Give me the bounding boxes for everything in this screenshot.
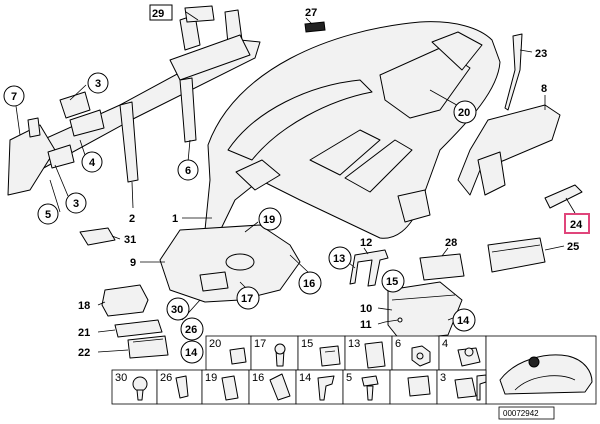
- callout-7: 7: [11, 91, 17, 103]
- callout-29: 29: [152, 8, 164, 20]
- callout-24-highlight: [564, 213, 590, 234]
- bolt-icon: [476, 374, 487, 401]
- callout-15: 15: [386, 276, 398, 288]
- part-31: [79, 227, 116, 246]
- callout-21: 21: [78, 327, 90, 339]
- instrument-carrier: [7, 9, 261, 196]
- part-21: [114, 319, 163, 338]
- part-25: [487, 237, 546, 273]
- leader-lines: [15, 11, 576, 353]
- callout-22: 22: [78, 347, 90, 359]
- callout-17: 17: [241, 293, 253, 305]
- callout-8: 8: [541, 83, 547, 95]
- catalog-number-box: [498, 406, 555, 420]
- part-24: [544, 184, 583, 209]
- u-clip-icon: [364, 341, 386, 369]
- grid-label-14: 14: [299, 372, 311, 384]
- tab-clip-icon: [269, 373, 291, 401]
- callouts: 29 27 23 7 3 4 3 5 2 6 20 8 24 25 1 19 3…: [3, 4, 590, 364]
- grid-label-5: 5: [346, 372, 352, 384]
- callout-13: 13: [333, 253, 345, 265]
- grid-label-20: 20: [209, 338, 221, 350]
- callout-25: 25: [567, 241, 579, 253]
- callout-12: 12: [360, 237, 372, 249]
- callout-14: 14: [457, 315, 470, 327]
- grid-label-3: 3: [440, 372, 446, 384]
- callout-28: 28: [445, 237, 457, 249]
- callout-27: 27: [305, 7, 317, 19]
- grid-label-26: 26: [160, 372, 172, 384]
- grid-label-17: 17: [254, 338, 266, 350]
- callout-31: 31: [124, 234, 136, 246]
- clip-nut-icon: [229, 347, 247, 365]
- part-28: [419, 253, 465, 281]
- grid-label-16: 16: [252, 372, 264, 384]
- fastener-grid: 20 17 15 13 6 4 30 26 19 16 14 5 3: [111, 335, 597, 405]
- expanding-rivet-icon: [175, 375, 189, 399]
- part-18: [101, 284, 149, 317]
- callout-box-29: [149, 4, 173, 21]
- callout-24: 24: [570, 219, 583, 231]
- callout-26: 26: [185, 324, 197, 336]
- callout-14b: 14: [185, 347, 198, 359]
- callout-30: 30: [171, 304, 183, 316]
- grid-label-13: 13: [348, 338, 360, 350]
- push-rivet-icon: [132, 376, 148, 392]
- callout-3a: 3: [95, 78, 101, 90]
- callout-5: 5: [45, 209, 51, 221]
- location-marker-icon: [528, 356, 540, 368]
- part-29: [184, 5, 215, 23]
- clip-icon-19: [221, 375, 239, 401]
- speed-nut-icon: [407, 375, 431, 397]
- callout-1: 1: [172, 213, 178, 225]
- callout-10: 10: [360, 303, 372, 315]
- fir-tree-clip-icon: [317, 375, 335, 401]
- grid-label-4: 4: [442, 338, 448, 350]
- dashboard-panel: [204, 21, 501, 239]
- callout-2: 2: [129, 213, 135, 225]
- part-8-vent: [477, 151, 506, 196]
- callout-4: 4: [89, 157, 96, 169]
- callout-3b: 3: [73, 198, 79, 210]
- spring-clip-icon: [319, 345, 341, 367]
- callout-20: 20: [458, 107, 470, 119]
- grid-label-19: 19: [205, 372, 217, 384]
- callout-16: 16: [303, 278, 315, 290]
- collar-nut-icon: [454, 377, 477, 399]
- callout-18: 18: [78, 300, 90, 312]
- callout-circle-7: [3, 85, 25, 107]
- callout-11: 11: [360, 319, 372, 331]
- catalog-number: 00072942: [503, 409, 539, 418]
- part-27: [304, 21, 326, 33]
- part-23: [504, 33, 523, 111]
- car-silhouette-icon: [499, 354, 593, 395]
- callout-6: 6: [185, 165, 191, 177]
- callout-19: 19: [263, 214, 275, 226]
- grid-label-15: 15: [301, 338, 313, 350]
- callout-9: 9: [130, 257, 136, 269]
- screw-icon-14: [361, 375, 379, 387]
- part-10: [387, 281, 463, 341]
- grid-label-30: 30: [115, 372, 127, 384]
- callout-23: 23: [535, 48, 547, 60]
- part-12: [349, 249, 389, 287]
- grid-label-6: 6: [395, 338, 401, 350]
